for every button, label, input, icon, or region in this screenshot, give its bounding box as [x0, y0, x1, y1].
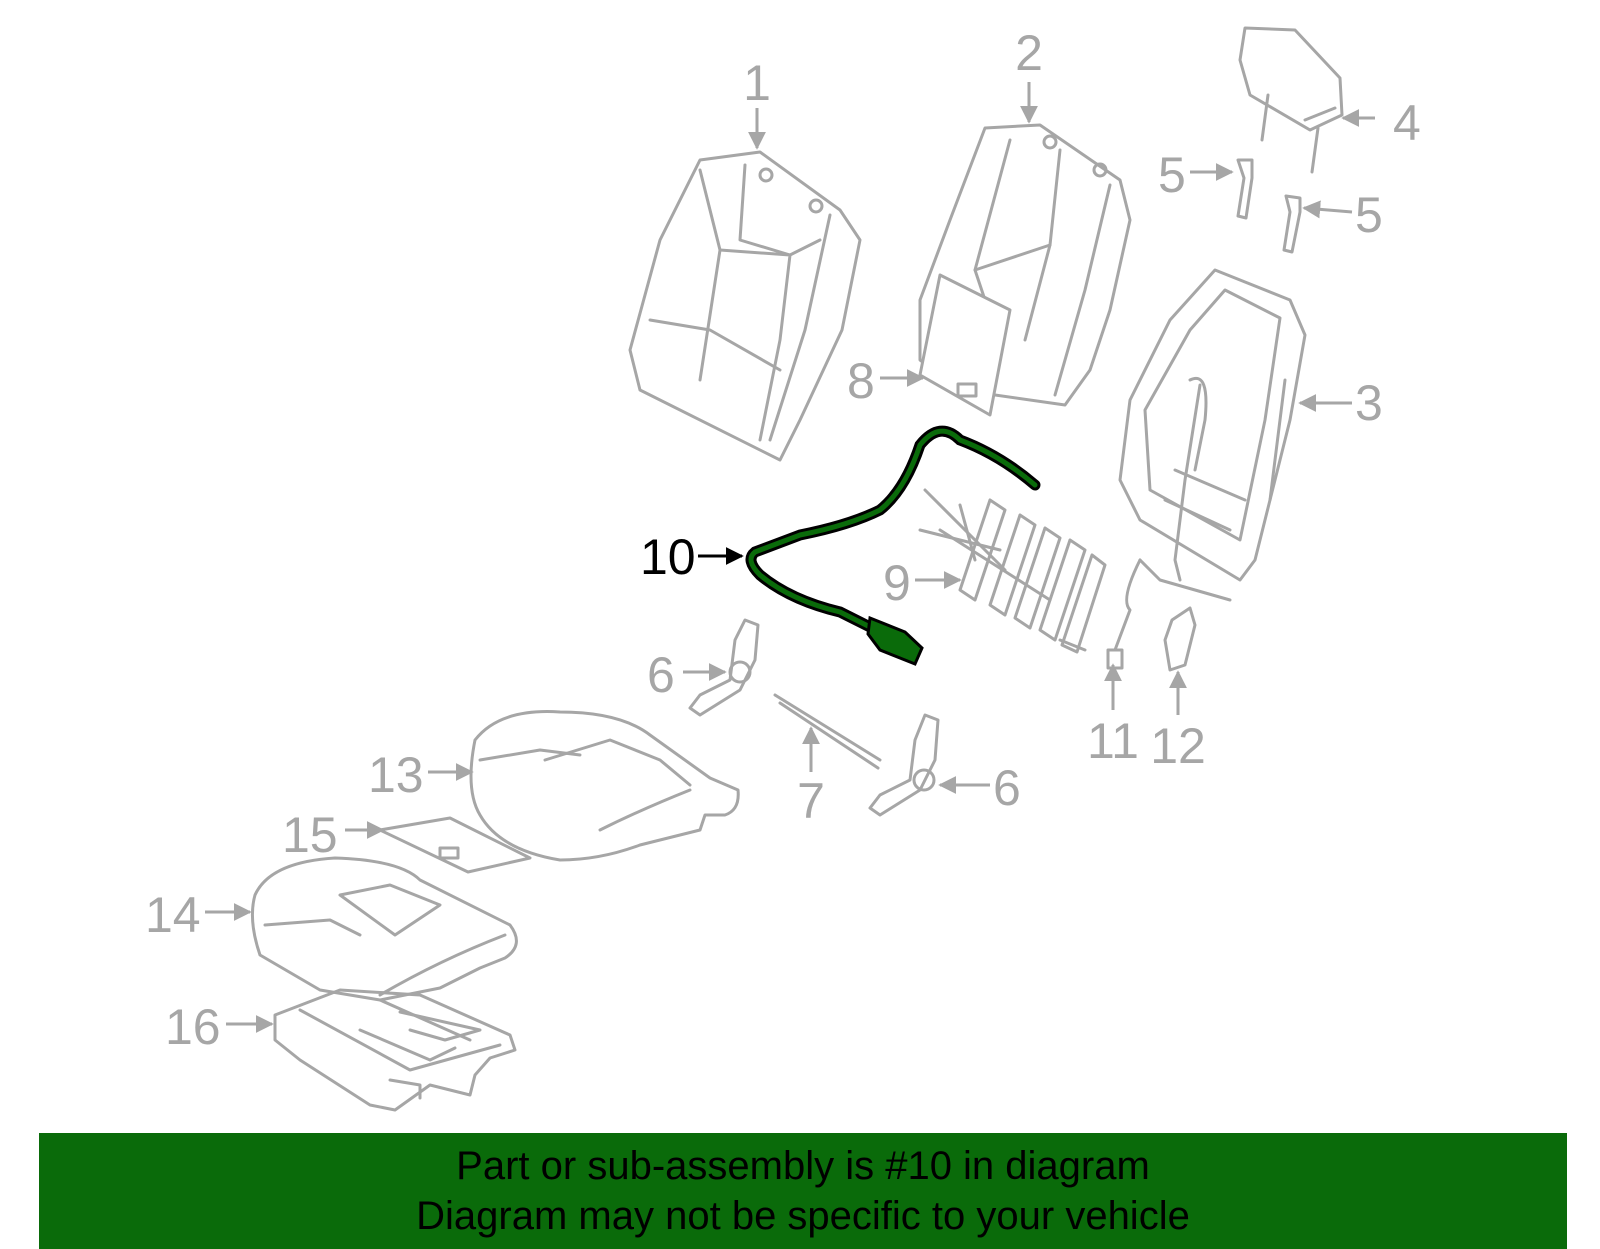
part-6-recliner-bracket-left	[688, 618, 760, 717]
part-16-seat-frame	[273, 988, 517, 1112]
callout-1: 1	[743, 55, 771, 111]
callout-14: 14	[145, 887, 201, 943]
callout-6-left: 6	[647, 647, 675, 703]
part-8-back-board	[918, 273, 1012, 417]
banner-line-1: Part or sub-assembly is #10 in diagram	[456, 1144, 1150, 1188]
callout-5-lower: 5	[1355, 187, 1383, 243]
part-15-heater-pad	[378, 816, 532, 874]
leader-lines	[205, 82, 1375, 1033]
part-1-seat-back-cover	[628, 150, 862, 462]
part-12-connector	[1163, 606, 1197, 672]
part-7-rod	[773, 693, 882, 770]
part-4-headrest	[1238, 26, 1344, 174]
callout-11: 11	[1087, 713, 1139, 769]
callout-5-upper: 5	[1158, 147, 1186, 203]
part-6-recliner-bracket-right	[868, 713, 940, 817]
callout-labels: 1 2 3 4 5 5 6 6 7 8 9 10 11 12 13 15 14 …	[145, 25, 1421, 1055]
part-info-banner: Part or sub-assembly is #10 in diagram D…	[39, 1133, 1567, 1249]
callout-12: 12	[1150, 718, 1206, 774]
callout-2: 2	[1015, 25, 1043, 81]
part-3-seat-back-frame	[1118, 268, 1307, 602]
callout-4: 4	[1393, 95, 1421, 151]
callout-15: 15	[282, 807, 338, 863]
part-5-headrest-guide-left	[1236, 158, 1254, 220]
callout-7: 7	[797, 773, 825, 829]
part-2-seat-back-pad	[918, 123, 1132, 407]
part-9-lumbar-support	[918, 488, 1107, 654]
part-14-seat-cushion-pad	[250, 856, 518, 1002]
part-13-seat-cushion-cover	[469, 710, 740, 862]
callout-8: 8	[847, 353, 875, 409]
part-5-headrest-guide-right	[1282, 194, 1302, 254]
callout-6-right: 6	[993, 760, 1021, 816]
banner-line-2: Diagram may not be specific to your vehi…	[416, 1194, 1190, 1238]
callout-16: 16	[165, 999, 221, 1055]
callout-9: 9	[883, 555, 911, 611]
part-10-cable-highlighted	[745, 425, 1041, 666]
seat-parts-diagram: 1 2 3 4 5 5 6 6 7 8 9 10 11 12 13 15 14 …	[145, 25, 1421, 1112]
callout-10-highlighted: 10	[640, 529, 696, 585]
part-11-wire-harness	[1106, 558, 1142, 670]
callout-3: 3	[1355, 375, 1383, 431]
callout-13: 13	[368, 747, 424, 803]
